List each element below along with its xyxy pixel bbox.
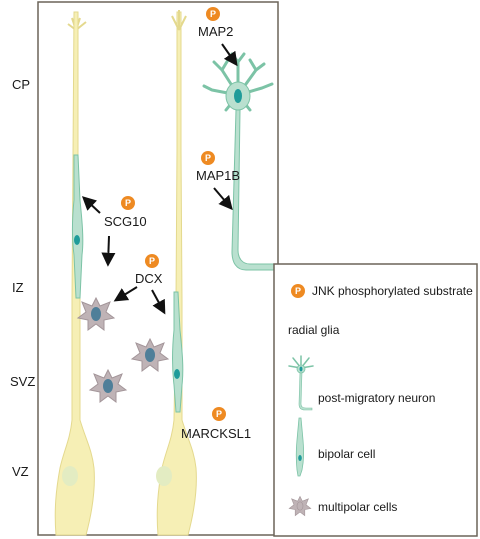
- legend-item-bipolar-cell: bipolar cell: [295, 417, 375, 477]
- substrate-marcksl1: P MARCKSL1: [181, 407, 251, 441]
- svg-text:P: P: [149, 256, 155, 266]
- svg-text:multipolar cells: multipolar cells: [318, 500, 397, 514]
- arrow-scg10-down: [101, 235, 116, 267]
- neuron-icon: [288, 355, 314, 411]
- substrate-dcx: P DCX: [135, 254, 163, 286]
- post-migratory-neuron: [202, 52, 277, 271]
- svg-text:post-migratory neuron: post-migratory neuron: [318, 391, 435, 405]
- multipolar-cell-icon: [288, 495, 312, 517]
- substrate-map1b: P MAP1B: [196, 151, 240, 183]
- legend-item-jnk: P JNK phosphorylated substrate: [291, 284, 473, 298]
- bipolar-nucleus: [174, 369, 180, 379]
- substrate-scg10: P SCG10: [104, 196, 147, 229]
- svg-text:bipolar cell: bipolar cell: [318, 447, 375, 461]
- svg-text:P: P: [125, 198, 131, 208]
- svg-text:P: P: [216, 409, 222, 419]
- bipolar-cell-icon: [295, 417, 305, 477]
- multipolar-cell: [130, 337, 170, 372]
- phospho-badge-icon: [291, 284, 305, 298]
- svg-text:P: P: [295, 286, 301, 296]
- radial-glia-cell-right: [156, 10, 197, 536]
- arrow-scg10-bipolar: [81, 196, 101, 214]
- radial-glia-nucleus: [62, 466, 78, 486]
- legend-panel: [273, 263, 478, 537]
- zone-label-cp: CP: [12, 77, 30, 92]
- neuron-nucleus: [234, 89, 242, 103]
- svg-text:DCX: DCX: [135, 271, 163, 286]
- multipolar-cell: [76, 296, 116, 331]
- bipolar-nucleus: [74, 235, 80, 245]
- zone-label-iz: IZ: [12, 280, 24, 295]
- legend-item-post-migratory-neuron: post-migratory neuron: [288, 355, 435, 411]
- svg-text:MAP1B: MAP1B: [196, 168, 240, 183]
- radial-glia-nucleus: [156, 466, 172, 486]
- svg-text:JNK phosphorylated substrate: JNK phosphorylated substrate: [312, 284, 473, 298]
- svg-text:P: P: [205, 153, 211, 163]
- svg-text:SCG10: SCG10: [104, 214, 147, 229]
- arrow-map1b: [213, 187, 233, 211]
- arrow-map2: [221, 43, 238, 67]
- svg-text:P: P: [210, 9, 216, 19]
- zone-label-vz: VZ: [12, 464, 29, 479]
- svg-text:radial glia: radial glia: [288, 323, 340, 337]
- arrow-dcx-bipolar: [151, 289, 166, 315]
- svg-text:MAP2: MAP2: [198, 24, 233, 39]
- legend-item-multipolar-cells: multipolar cells: [288, 495, 397, 517]
- zone-label-svz: SVZ: [10, 374, 35, 389]
- bipolar-cell-left: [72, 154, 84, 299]
- svg-text:MARCKSL1: MARCKSL1: [181, 426, 251, 441]
- arrow-dcx-multipolar: [113, 286, 138, 302]
- bipolar-cell-right: [172, 291, 184, 413]
- substrate-map2: P MAP2: [198, 7, 233, 39]
- legend-item-radial-glia: radial glia: [288, 323, 340, 337]
- multipolar-cell: [88, 368, 128, 403]
